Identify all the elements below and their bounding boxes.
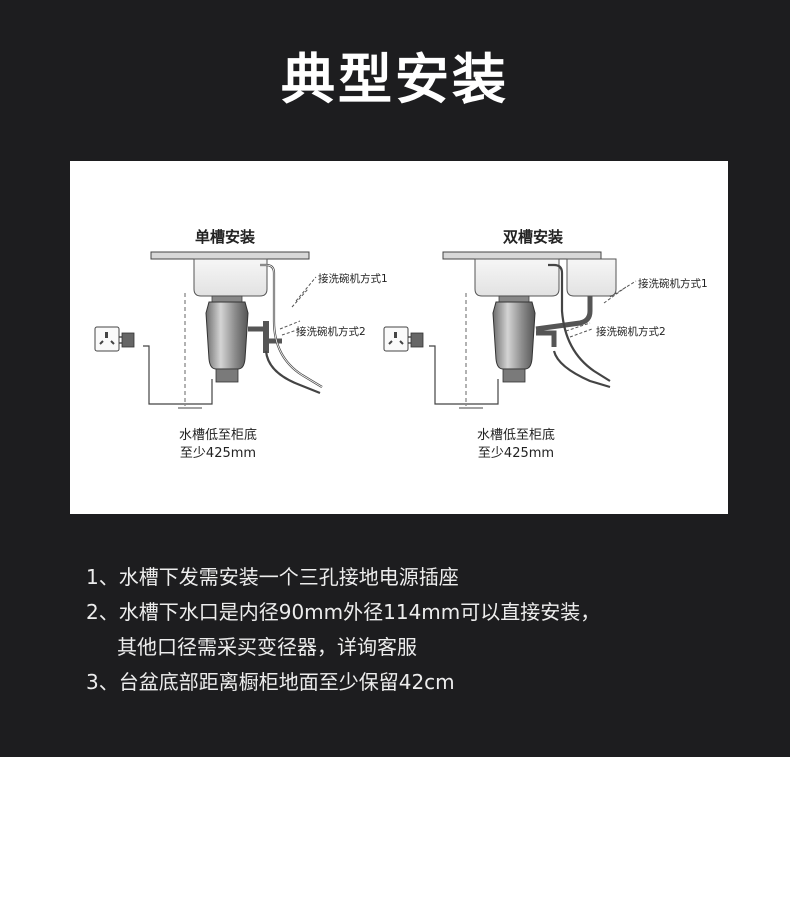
power-cable [143,345,213,405]
double-outlet-1-label: 接洗碗机方式1 [638,277,708,290]
single-height-note-line1: 水槽低至柜底 [179,427,257,443]
double-height-note-line2: 至少425mm [478,446,554,461]
single-sink-diagram: 单槽安装 接洗碗机方式1 接洗碗机方式2 [94,228,388,461]
double-outlet-2-label: 接洗碗机方式2 [596,325,666,338]
note-item-2-continued: 其他口径需采买变径器，详询客服 [117,635,417,659]
dishwasher-hose-1 [548,263,611,382]
single-outlet-2-label: 接洗碗机方式2 [296,325,366,338]
disposer-base [502,368,526,383]
power-plug-icon [121,332,135,348]
disposer-base [215,368,239,383]
sink-basin-right [566,258,617,297]
countertop [150,251,310,260]
drain-pipe [536,330,557,347]
dishwasher-hose-2 [552,350,611,389]
disposer-unit [205,301,249,370]
note-item-3: 3、台盆底部距离橱柜地面至少保留42cm [86,670,455,694]
single-sink-heading: 单槽安装 [195,228,256,246]
arrow-outlet-1 [291,276,317,308]
arrow-outlet-1 [603,280,637,304]
installation-diagram-card: 单槽安装 接洗碗机方式1 接洗碗机方式2 [70,161,728,514]
note-item-1: 1、水槽下发需安装一个三孔接地电源插座 [86,565,459,589]
double-sink-heading: 双槽安装 [503,228,564,246]
sink-basin [193,258,268,297]
countertop [442,251,602,260]
single-outlet-1-label: 接洗碗机方式1 [318,272,388,285]
note-item-2: 2、水槽下水口是内径90mm外径114mm可以直接安装， [86,600,601,624]
double-height-note-line1: 水槽低至柜底 [477,427,555,443]
arrow-outlet-2 [565,322,593,338]
power-cable [429,345,499,405]
power-plug-icon [410,332,424,348]
installation-notes: 1、水槽下发需安装一个三孔接地电源插座 2、水槽下水口是内径90mm外径114m… [86,560,766,700]
arrow-outlet-2 [279,320,301,336]
power-socket-icon [94,326,120,352]
sink-flange [211,295,243,303]
installation-diagram: 单槽安装 接洗碗机方式1 接洗碗机方式2 [94,228,708,461]
dishwasher-hose-2 [264,350,321,395]
sink-flange [498,295,530,303]
sink-basin-left [474,258,560,297]
single-height-note-line2: 至少425mm [180,446,256,461]
drain-pipe-right-basin [535,296,593,332]
disposer-unit [492,301,536,370]
bottom-blank-area [0,757,790,904]
page-title: 典型安装 [281,48,509,111]
double-sink-diagram: 双槽安装 接洗碗机方式1 接洗碗机方式2 [383,228,708,461]
power-socket-icon [383,326,409,352]
